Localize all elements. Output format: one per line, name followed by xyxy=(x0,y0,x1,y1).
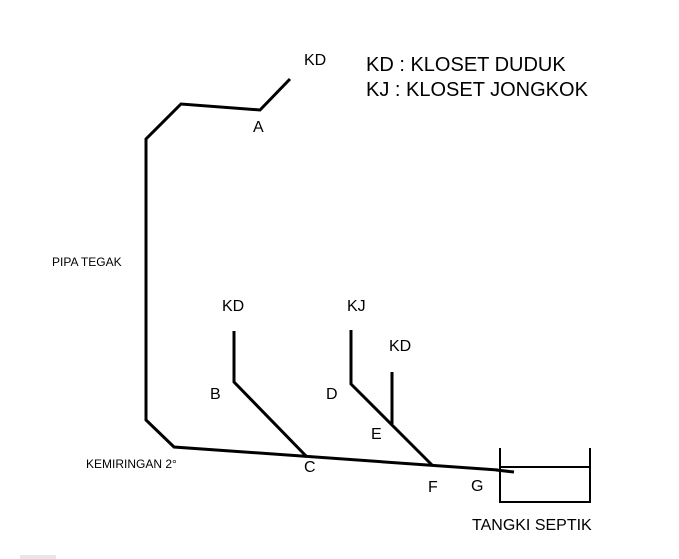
fixture-label-d-kj: KJ xyxy=(347,298,366,315)
fixture-label-top-kd: KD xyxy=(304,52,326,69)
point-label-e: E xyxy=(371,426,382,443)
fixture-label-b-kd: KD xyxy=(222,298,244,315)
point-label-f: F xyxy=(428,479,438,496)
fixture-label-e-kd: KD xyxy=(389,338,411,355)
point-label-g: G xyxy=(471,478,483,495)
pipa-tegak-label: PIPA TEGAK xyxy=(52,255,122,269)
corner-mark xyxy=(20,555,56,559)
tangki-septik-label: TANGKI SEPTIK xyxy=(472,517,592,534)
point-label-b: B xyxy=(210,386,221,403)
point-label-c: C xyxy=(304,459,316,476)
branch-pipe-b xyxy=(232,331,309,459)
legend-kj: KJ : KLOSET JONGKOK xyxy=(366,79,589,101)
tank-inlet-pipe xyxy=(495,468,515,474)
main-pipe xyxy=(144,77,499,472)
point-label-d: D xyxy=(326,386,338,403)
legend-kd: KD : KLOSET DUDUK xyxy=(366,54,566,76)
septic-tank xyxy=(499,448,591,503)
kemiringan-label: KEMIRINGAN 2° xyxy=(86,457,177,471)
point-label-a: A xyxy=(253,119,264,136)
branch-pipe-d xyxy=(349,330,434,467)
